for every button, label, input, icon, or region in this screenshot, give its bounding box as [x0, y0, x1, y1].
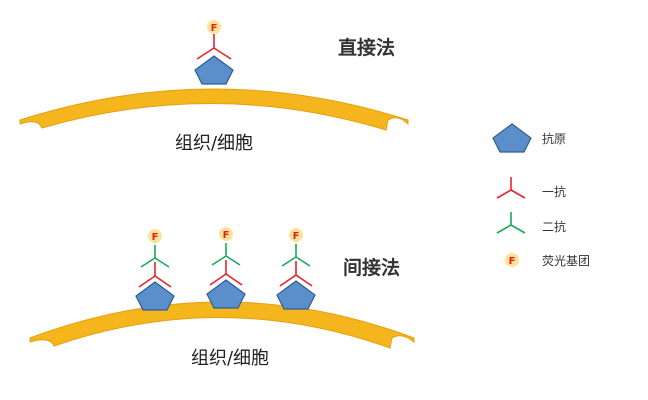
svg-text:F: F — [293, 231, 300, 242]
legend-item-antigen: 抗原 — [492, 123, 566, 153]
secondary-antibody-indirect-3 — [281, 244, 311, 267]
primary-antibody-direct — [196, 31, 232, 60]
cell-surface-direct — [19, 88, 409, 131]
legend-label-fluorophore: 荧光基团 — [542, 254, 590, 268]
surface-label-direct: 组织/细胞 — [175, 133, 253, 154]
legend: 抗原 一抗 二抗 F 荧光基团 — [492, 123, 590, 268]
secondary-antibody-indirect-1 — [140, 245, 170, 268]
legend-item-fluorophore: F 荧光基团 — [505, 253, 590, 268]
primary-antibody-indirect-3 — [279, 261, 313, 287]
antigen-legend-icon — [492, 123, 532, 153]
secondary-antibody-indirect-2 — [211, 243, 241, 266]
svg-text:F: F — [223, 230, 230, 241]
antibody-complex-3: F — [276, 228, 316, 310]
svg-text:F: F — [509, 256, 516, 267]
antibody-complex-1: F — [135, 229, 175, 311]
surface-label-indirect: 组织/细胞 — [191, 348, 269, 369]
fluorophore-indirect-1: F — [148, 229, 162, 243]
legend-label-primary-antibody: 一抗 — [542, 184, 566, 199]
primary-antibody-indirect-2 — [209, 260, 243, 286]
antibody-complex-2: F — [206, 227, 246, 309]
legend-item-primary-antibody: 一抗 — [496, 177, 566, 199]
primary-antibody-indirect-1 — [138, 262, 172, 288]
direct-method-title: 直接法 — [338, 36, 395, 59]
primary-antibody-legend-icon — [496, 177, 526, 199]
secondary-antibody-legend-icon — [496, 212, 526, 234]
fluorophore-indirect-3: F — [289, 228, 303, 242]
antigen-indirect-3 — [276, 280, 316, 310]
antigen-direct — [194, 55, 234, 85]
fluorophore-indirect-2: F — [219, 227, 233, 241]
fluorophore-direct: F — [207, 20, 221, 34]
indirect-method: 组织/细胞 F — [29, 227, 415, 369]
legend-item-secondary-antibody: 二抗 — [496, 212, 566, 234]
antigen-indirect-1 — [135, 281, 175, 311]
legend-label-secondary-antibody: 二抗 — [542, 219, 566, 234]
fluorophore-legend-icon: F — [505, 253, 519, 267]
cell-surface-indirect — [29, 301, 415, 349]
antigen-indirect-2 — [206, 279, 246, 309]
svg-text:F: F — [211, 23, 218, 34]
direct-method: 组织/细胞 F 直接法 — [19, 20, 409, 154]
legend-label-antigen: 抗原 — [542, 131, 566, 146]
indirect-method-title: 间接法 — [343, 256, 400, 279]
svg-text:F: F — [152, 232, 159, 243]
